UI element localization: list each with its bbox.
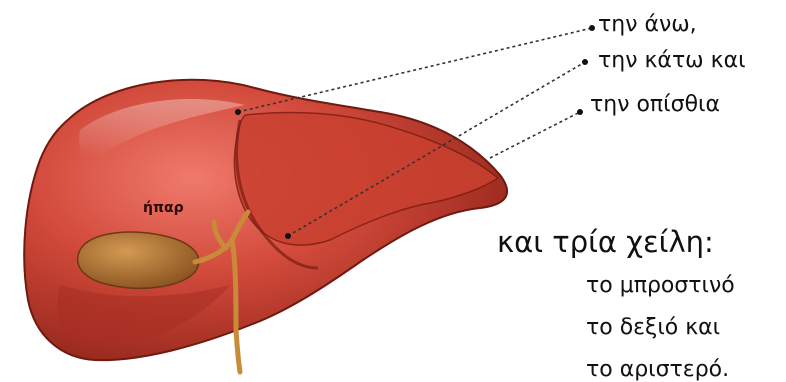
liver-illustration [24, 80, 507, 372]
surface-label-lower: την κάτω και [598, 48, 746, 73]
lobe-label-left: το αριστερό. [586, 357, 729, 382]
leader-line-posterior [490, 112, 580, 158]
leader-line-upper [238, 28, 592, 112]
leader-dot [582, 59, 588, 65]
gallbladder-shape [78, 232, 199, 288]
leader-dot [589, 25, 595, 31]
leader-dot [285, 233, 291, 239]
lobe-label-front: το μπροστινό [586, 273, 735, 298]
surface-label-upper: την άνω, [598, 12, 697, 37]
lobe-label-right: το δεξιό και [586, 315, 720, 340]
lobes-heading: και τρία χείλη: [497, 225, 714, 259]
surface-label-posterior: την οπίσθια [590, 92, 720, 117]
liver-label: ήπαρ [143, 200, 184, 216]
leader-dot [235, 109, 241, 115]
leader-dot [577, 109, 583, 115]
